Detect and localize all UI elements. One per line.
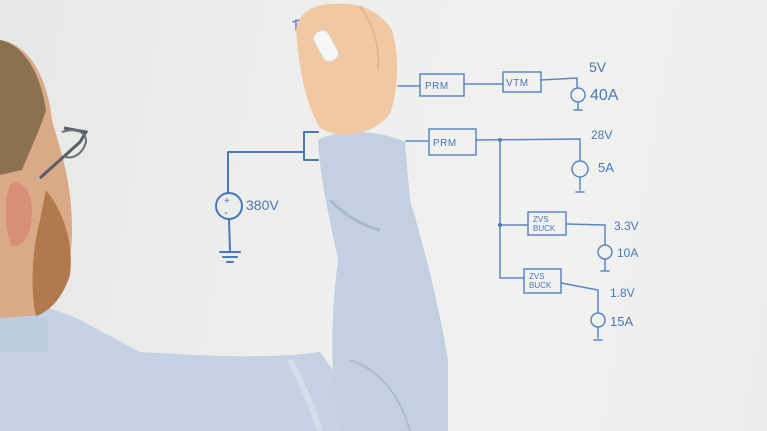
- svg-text:+: +: [224, 196, 230, 207]
- branch-3v3: ZVS BUCK 3.3V 10A: [498, 211, 639, 272]
- branch-1v8: ZVS BUCK 1.8V 15A: [499, 268, 635, 341]
- block-zvs-buck-2-line1: ZVS: [529, 272, 545, 281]
- block-vtm: VTM: [506, 78, 529, 89]
- block-prm-1: PRM: [425, 81, 449, 92]
- output-voltage-3v3: 3.3V: [614, 219, 639, 233]
- output-voltage-1v8: 1.8V: [610, 286, 635, 300]
- branch-28v: PRM 28V 5A: [405, 128, 614, 193]
- output-current-5a: 5A: [598, 160, 614, 175]
- output-current-40a: 40A: [590, 87, 619, 104]
- block-zvs-buck-1-line1: ZVS: [533, 215, 549, 224]
- output-voltage-28v: 28V: [591, 128, 612, 142]
- output-current-10a: 10A: [617, 246, 638, 260]
- source-voltage-label: 380V: [246, 197, 279, 213]
- block-prm-2: PRM: [433, 138, 457, 149]
- branch-5v: PRM VTM 5V 40A: [397, 59, 619, 111]
- block-zvs-buck-1-line2: BUCK: [533, 224, 556, 233]
- person: [0, 3, 448, 431]
- block-zvs-buck-2-line2: BUCK: [529, 281, 552, 290]
- svg-text:-: -: [224, 205, 228, 219]
- output-current-15a: 15A: [610, 314, 633, 329]
- output-voltage-5v: 5V: [589, 59, 607, 75]
- voltage-source-380v: + - 380V: [215, 151, 305, 263]
